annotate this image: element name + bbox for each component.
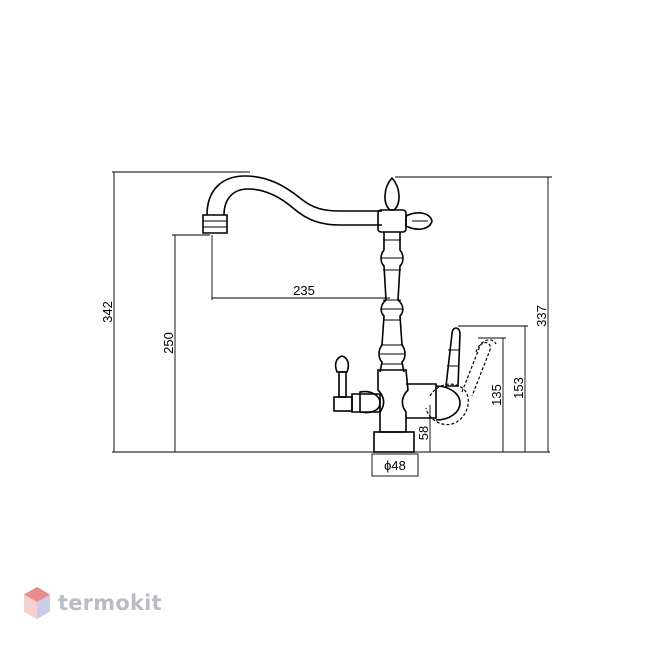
dim-342-label: 342 xyxy=(100,301,115,323)
faucet-outline xyxy=(202,175,497,453)
logo-wordmark: termokit xyxy=(58,591,162,615)
dim-135-label: 135 xyxy=(489,384,504,406)
dim-235-label: 235 xyxy=(293,283,315,298)
dim-250-label: 250 xyxy=(161,332,176,354)
termokit-logo: termokit xyxy=(22,585,162,621)
dim-diameter-label: ϕ48 xyxy=(384,458,406,473)
dim-337-label: 337 xyxy=(534,305,549,327)
dimension-lines xyxy=(112,171,552,477)
dim-153-label: 153 xyxy=(511,377,526,399)
hexagon-logo-icon xyxy=(24,587,50,619)
dim-58-label: 58 xyxy=(416,426,431,440)
